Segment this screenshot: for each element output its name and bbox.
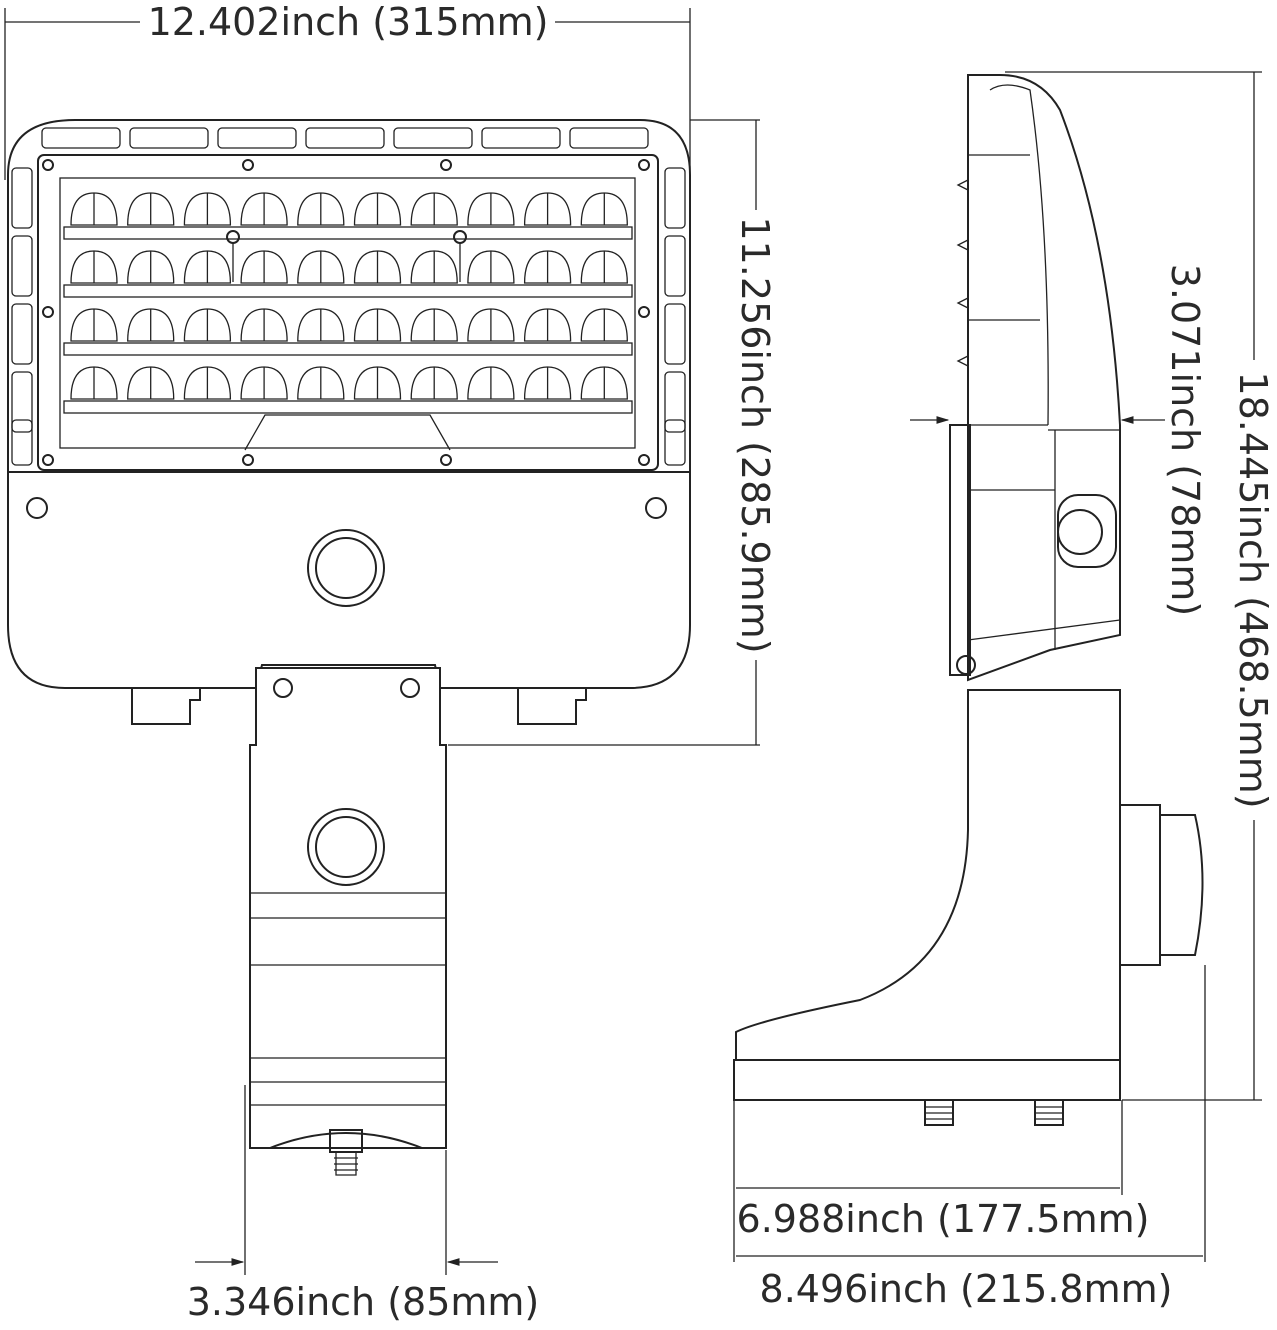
side-slots (11, 167, 686, 466)
width-arm-label: 3.346inch (85mm) (187, 1280, 540, 1324)
width-top-dimension: 12.402inch (315mm) (4, 0, 691, 180)
head-side (967, 74, 1121, 682)
depth-base-label: 6.988inch (177.5mm) (737, 1197, 1150, 1241)
led-row-bar (63, 400, 633, 414)
depth-head-dimension: 3.071inch (78mm) (910, 264, 1207, 617)
height-total-label: 18.445inch (468.5mm) (1231, 371, 1275, 808)
panel-screw-left (26, 497, 48, 519)
photocell-front (307, 529, 385, 607)
depth-head-label: 3.071inch (78mm) (1163, 264, 1207, 617)
bracket-side (733, 689, 1204, 1126)
height-head-dimension: 11.256inch (285.9mm) (448, 119, 777, 746)
photocell-side (1057, 494, 1117, 568)
side-view: 3.071inch (78mm) 18.445inch (468.5mm (733, 71, 1275, 1311)
top-slots (41, 127, 649, 149)
led-row-bar (63, 284, 633, 298)
depth-total-dimension: 8.496inch (215.8mm) (736, 965, 1206, 1311)
head-housing (7, 119, 691, 689)
width-top-label: 12.402inch (315mm) (148, 0, 549, 44)
frame-screws (42, 159, 650, 466)
led-array (63, 192, 633, 414)
depth-total-label: 8.496inch (215.8mm) (760, 1267, 1173, 1311)
depth-base-dimension: 6.988inch (177.5mm) (733, 1100, 1150, 1262)
led-row-bar (63, 342, 633, 356)
width-arm-dimension: 3.346inch (85mm) (187, 1085, 540, 1324)
led-row-bar (63, 226, 633, 240)
front-view: 12.402inch (315mm) (4, 0, 777, 1324)
height-total-dimension: 18.445inch (468.5mm) (1005, 71, 1275, 1101)
height-head-label: 11.256inch (285.9mm) (733, 216, 777, 653)
panel-screw-right (645, 497, 667, 519)
mounting-arm (249, 667, 447, 1176)
led-frame (37, 154, 659, 471)
